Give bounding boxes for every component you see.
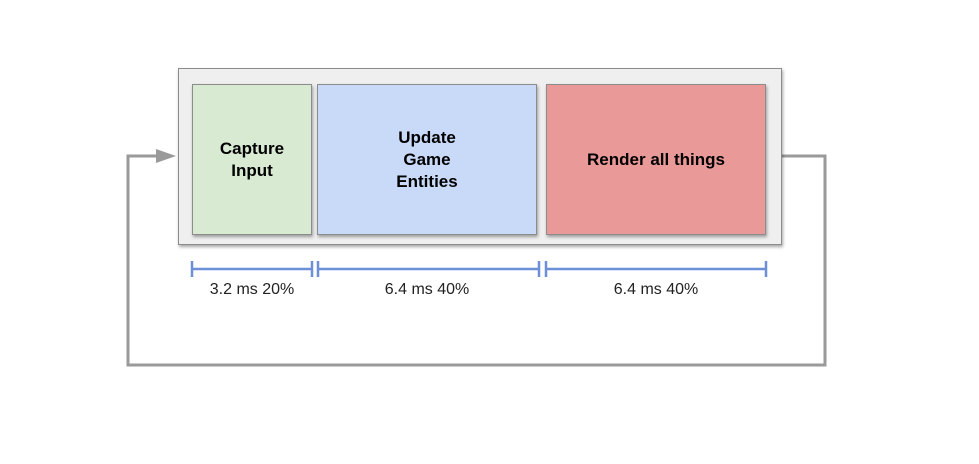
capture-input-block: Capture Input	[192, 84, 312, 235]
timeline	[190, 261, 768, 277]
capture-input-label: Capture Input	[219, 138, 285, 180]
timing-label-capture: 3.2 ms 20%	[209, 281, 295, 298]
render-all-things-block: Render all things	[546, 84, 766, 235]
loop-back-line	[126, 154, 827, 367]
timing-label-render: 6.4 ms 40%	[613, 281, 699, 298]
loop-arrow-head	[156, 149, 176, 163]
update-game-entities-label: Update Game Entities	[396, 127, 458, 191]
timing-label-update: 6.4 ms 40%	[384, 281, 470, 298]
render-all-things-label: Render all things	[587, 149, 725, 169]
update-game-entities-block: Update Game Entities	[317, 84, 537, 235]
